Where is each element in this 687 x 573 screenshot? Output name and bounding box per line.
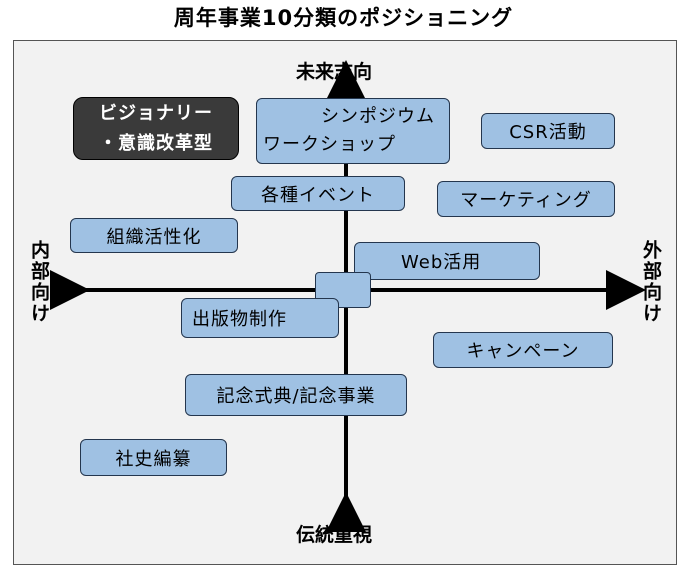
box-symposium-line2: ワークショップ [263,134,396,155]
box-ceremony: 記念式典/記念事業 [185,374,407,416]
box-visionary-line2: ・意識改革型 [99,132,213,154]
box-organization: 組織活性化 [70,218,238,253]
axis-label-top: 未来志向 [296,61,373,83]
box-visionary-line1: ビジョナリー [99,102,213,124]
box-marketing: マーケティング [437,181,615,217]
box-visionary: ビジョナリー ・意識改革型 [73,97,239,160]
box-csr: CSR活動 [481,113,615,149]
diagram-title: 周年事業10分類のポジショニング [173,6,514,30]
box-symposium-line1: シンポジウム [321,106,435,127]
box-symposium: シンポジウム ワークショップ [256,98,450,164]
axis-label-left: 内部向け [28,240,50,324]
axis-label-bottom: 伝統重視 [296,524,373,546]
axis-label-right: 外部向け [640,240,662,324]
box-web: Web活用 [354,242,540,280]
box-company-history: 社史編纂 [80,439,227,476]
box-publishing: 出版物制作 [181,298,339,338]
box-campaign: キャンペーン [433,332,613,368]
box-events: 各種イベント [231,176,405,211]
